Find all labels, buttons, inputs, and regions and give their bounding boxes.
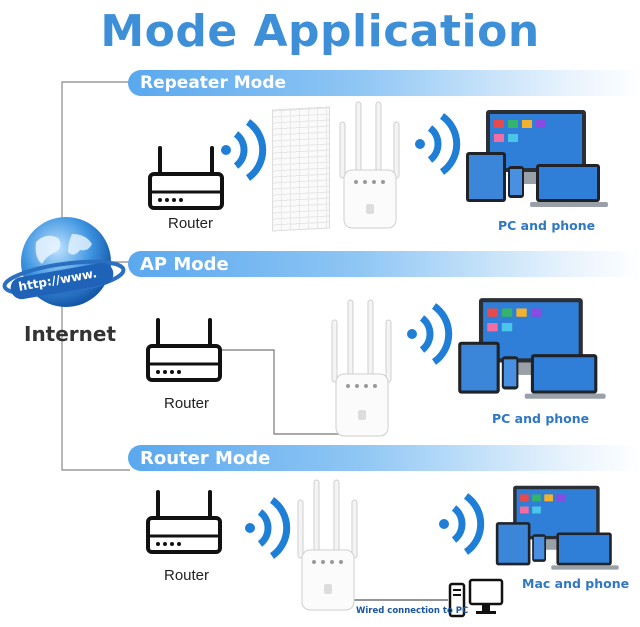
wifi-signal-icon bbox=[221, 119, 267, 181]
devices-icon bbox=[466, 110, 608, 207]
mode-title: AP Mode bbox=[140, 254, 229, 275]
globe-icon bbox=[2, 217, 126, 307]
router-label: Router bbox=[164, 395, 210, 412]
wifi-signal-icon bbox=[439, 493, 485, 555]
wifi-signal-icon bbox=[245, 497, 291, 559]
band-ap-mode: AP Mode bbox=[128, 251, 640, 277]
devices-label: Mac and phone bbox=[522, 576, 630, 591]
band-router-mode: Router Mode bbox=[128, 445, 640, 471]
desktop-pc-icon bbox=[448, 578, 504, 618]
router-icon bbox=[148, 146, 224, 210]
wifi-signal-icon bbox=[407, 303, 453, 365]
wifi-extender-icon bbox=[339, 101, 400, 229]
devices-icon bbox=[458, 298, 606, 399]
devices-icon bbox=[495, 485, 619, 570]
router-icon bbox=[146, 318, 222, 382]
router-label: Router bbox=[164, 567, 210, 584]
wall-icon bbox=[272, 106, 330, 232]
wifi-extender-icon bbox=[297, 479, 358, 611]
wired-connection-label: Wired connection to PC bbox=[356, 606, 469, 616]
wifi-signal-icon bbox=[415, 113, 461, 175]
band-repeater-mode: Repeater Mode bbox=[128, 70, 640, 96]
wifi-extender-icon bbox=[331, 299, 392, 437]
mode-title: Router Mode bbox=[140, 448, 271, 469]
mode-title: Repeater Mode bbox=[140, 73, 287, 93]
router-label: Router bbox=[168, 215, 214, 232]
internet-label: Internet bbox=[24, 322, 117, 346]
devices-label: PC and phone bbox=[498, 218, 596, 233]
page-title: Mode Application bbox=[100, 6, 540, 57]
router-icon bbox=[146, 490, 222, 554]
devices-label: PC and phone bbox=[492, 411, 590, 426]
